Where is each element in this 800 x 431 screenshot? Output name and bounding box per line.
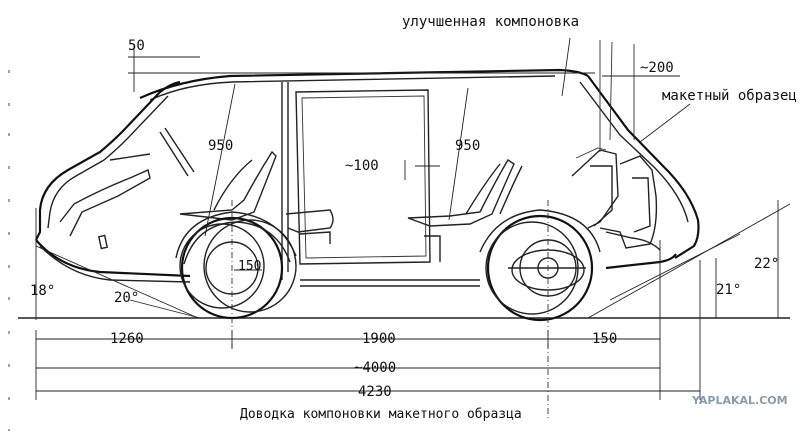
- dim-front-overhang: 1260: [110, 331, 144, 347]
- front-seat: [179, 150, 334, 244]
- watermark: YAPLAKAL.COM: [691, 394, 788, 407]
- dim-rear-wheel-offset: 150: [592, 331, 617, 347]
- dim-rear-offset: ~200: [640, 60, 674, 76]
- dim-top-offset: 50: [128, 38, 145, 54]
- front-interior: [59, 127, 195, 250]
- rear-compartment: [571, 40, 661, 251]
- dim-length-approx: ~4000: [354, 360, 396, 376]
- dimension-lines: [35, 37, 791, 400]
- rear-wheel: [479, 200, 601, 420]
- body-outline: [35, 75, 700, 287]
- angle-rear-b: 22°: [754, 256, 779, 272]
- dim-wheelbase: 1900: [362, 331, 396, 347]
- dim-front-headroom: 950: [208, 138, 233, 154]
- angle-front-departure: 20°: [114, 290, 139, 306]
- dim-rear-headroom: 950: [455, 138, 480, 154]
- improved-layout-label: улучшенная компоновка: [402, 14, 579, 30]
- dim-seat-shift: ~100: [345, 158, 379, 174]
- rear-seat: [407, 159, 523, 262]
- angle-front-approach: 18°: [30, 283, 55, 299]
- dim-length-total: 4230: [358, 384, 392, 400]
- mockup-sample-label: макетный образец: [662, 88, 797, 104]
- front-wheel: [175, 200, 297, 350]
- figure-caption: Доводка компоновки макетного образца: [240, 407, 522, 422]
- roof: [128, 45, 595, 101]
- angle-rear-a: 21°: [716, 282, 741, 298]
- dim-front-wheel-offset: 150: [238, 259, 261, 274]
- door-frame: [281, 82, 431, 280]
